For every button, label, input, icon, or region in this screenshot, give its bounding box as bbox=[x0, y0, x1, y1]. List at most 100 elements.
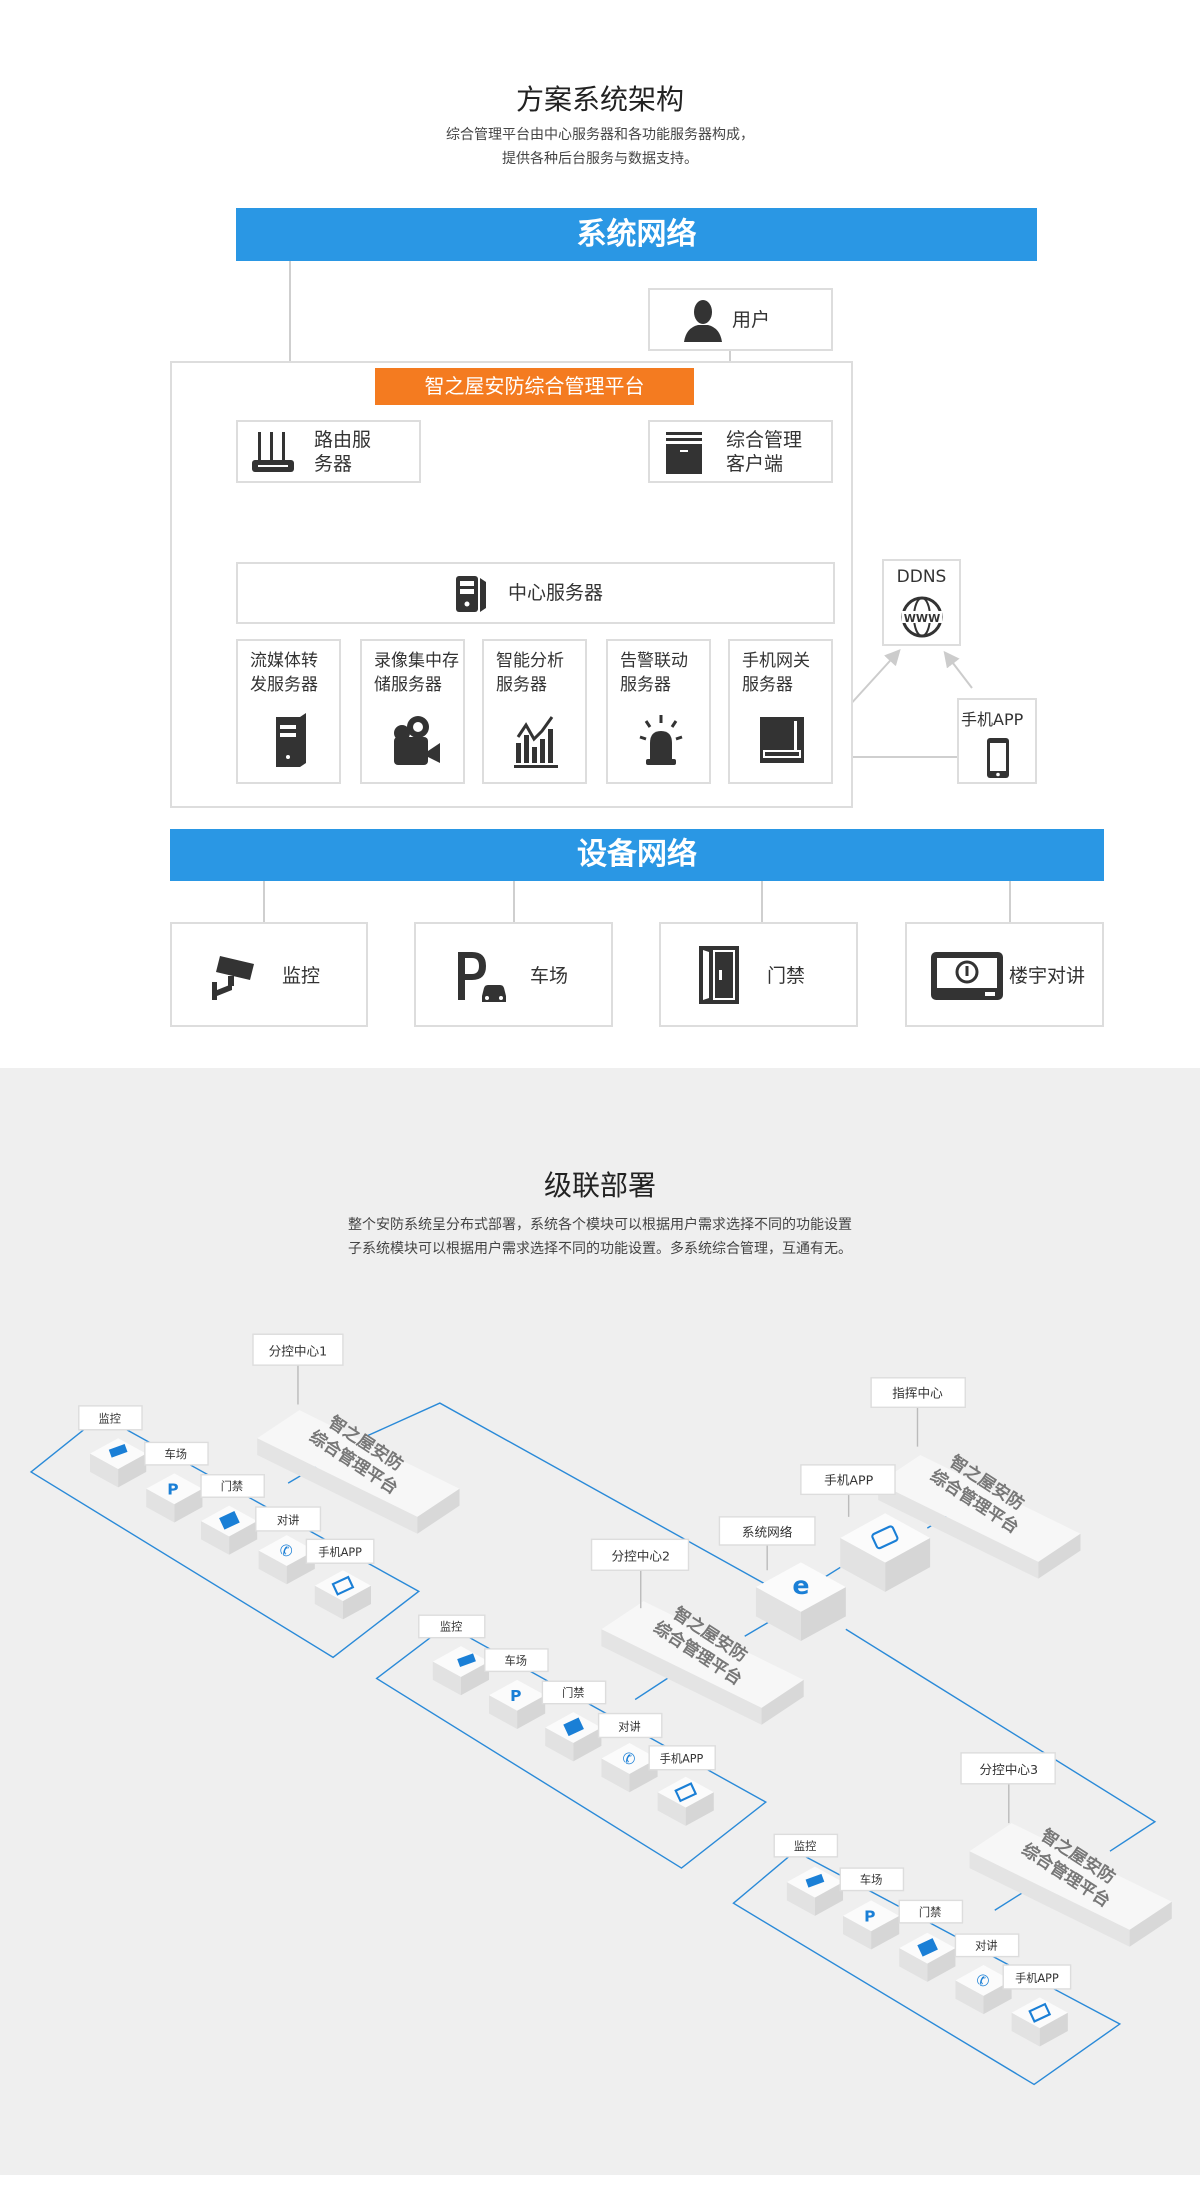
connector bbox=[1009, 881, 1011, 922]
label-stems bbox=[297, 1365, 1010, 1824]
client-label-1: 综合管理 bbox=[726, 429, 803, 451]
device-label: 门禁 bbox=[767, 965, 806, 987]
architecture-subtitle-2: 提供各种后台服务与数据支持。 bbox=[502, 151, 698, 167]
cascade-subtitle-2: 子系统模块可以根据用户需求选择不同的功能设置。多系统综合管理，互通有无。 bbox=[348, 1241, 852, 1257]
module-label: 车场 bbox=[484, 1648, 549, 1673]
svg-text:门禁: 门禁 bbox=[221, 1479, 243, 1493]
device-intercom: 楼宇对讲 bbox=[905, 922, 1104, 1027]
svg-text:门禁: 门禁 bbox=[562, 1686, 584, 1700]
connector bbox=[513, 881, 515, 922]
svg-text:指挥中心: 指挥中心 bbox=[892, 1385, 943, 1400]
svg-text:对讲: 对讲 bbox=[975, 1939, 997, 1953]
device-network-bar: 设备网络 bbox=[170, 829, 1104, 881]
phone-icon bbox=[987, 738, 1009, 778]
device-parking: 车场 bbox=[414, 922, 613, 1027]
labels: 分控中心1 指挥中心 手机APP 系统网络 分控中心2 分控中心3 bbox=[252, 1333, 1056, 1785]
user-box: 用户 bbox=[648, 288, 833, 351]
module-icons: P P P ✆ ✆ ✆ e bbox=[108, 1444, 1052, 2023]
module-cubes bbox=[90, 1438, 1068, 2047]
device-surveillance: 监控 bbox=[170, 922, 368, 1027]
svg-text:手机APP: 手机APP bbox=[824, 1473, 873, 1488]
system-network-bar: 系统网络 bbox=[236, 208, 1037, 261]
server-icon bbox=[456, 576, 486, 612]
video-camera-icon bbox=[394, 716, 440, 765]
mobile-app-box: 手机APP bbox=[957, 698, 1037, 784]
platform-title: 智之屋安防综合管理平台 bbox=[375, 368, 694, 405]
module-label: 对讲 bbox=[255, 1506, 322, 1532]
device-label: 监控 bbox=[282, 965, 321, 987]
user-icon bbox=[684, 300, 722, 342]
mobile-gateway-server-box: 手机网关服务器 bbox=[728, 639, 833, 784]
module-label: 对讲 bbox=[597, 1712, 663, 1739]
user-label: 用户 bbox=[732, 309, 771, 331]
command-center-label: 指挥中心 bbox=[870, 1377, 966, 1408]
svg-text:P: P bbox=[510, 1687, 521, 1705]
alarm-light-icon bbox=[639, 715, 683, 765]
command-mobile-app-label: 手机APP bbox=[800, 1464, 896, 1496]
center-3-label: 分控中心3 bbox=[960, 1752, 1056, 1785]
connector bbox=[833, 756, 957, 758]
router-server-box: 路由服 务器 bbox=[236, 420, 421, 483]
ie-browser-icon: e bbox=[792, 1571, 809, 1600]
module-label: 对讲 bbox=[954, 1933, 1020, 1958]
connector bbox=[263, 881, 265, 922]
router-icon bbox=[252, 432, 294, 472]
svg-text:✆: ✆ bbox=[976, 1972, 989, 1990]
parking-icon bbox=[458, 952, 506, 1002]
mobile-app-label: 手机APP bbox=[961, 710, 1024, 729]
device-access-control: 门禁 bbox=[659, 922, 858, 1027]
connection-lines bbox=[29, 1402, 1157, 2086]
globe-icon: WWW bbox=[901, 596, 943, 638]
management-client-box: 综合管理 客户端 bbox=[648, 420, 833, 483]
central-server-label: 中心服务器 bbox=[508, 582, 604, 604]
recording-server-box: 录像集中存储服务器 bbox=[360, 639, 465, 784]
svg-text:系统网络: 系统网络 bbox=[742, 1525, 793, 1540]
ddns-label: DDNS bbox=[896, 567, 947, 587]
svg-text:监控: 监控 bbox=[794, 1839, 816, 1853]
svg-text:分控中心1: 分控中心1 bbox=[269, 1343, 328, 1358]
ddns-box: DDNS WWW bbox=[882, 559, 961, 646]
central-server-box: 中心服务器 bbox=[236, 562, 835, 624]
svg-text:对讲: 对讲 bbox=[618, 1719, 640, 1733]
svg-text:P: P bbox=[864, 1907, 875, 1925]
device-label: 车场 bbox=[530, 965, 569, 987]
module-label: 监控 bbox=[78, 1405, 143, 1431]
device-label: 楼宇对讲 bbox=[1009, 965, 1086, 987]
router-label-2: 务器 bbox=[314, 453, 353, 475]
svg-text:✆: ✆ bbox=[622, 1750, 635, 1768]
center-1-label: 分控中心1 bbox=[252, 1333, 344, 1366]
parking-icon: P P P bbox=[167, 1480, 875, 1925]
camera-icon bbox=[108, 1444, 825, 1888]
architecture-subtitle-1: 综合管理平台由中心服务器和各功能服务器构成， bbox=[446, 127, 754, 143]
module-label: 车场 bbox=[144, 1441, 209, 1466]
svg-text:✆: ✆ bbox=[280, 1542, 293, 1560]
svg-text:车场: 车场 bbox=[165, 1447, 187, 1461]
gateway-icon bbox=[760, 717, 804, 763]
door-icon bbox=[699, 946, 739, 1004]
server-tower-icon bbox=[276, 713, 306, 767]
intercom-panel-icon bbox=[219, 1511, 938, 1957]
svg-text:P: P bbox=[167, 1480, 178, 1498]
svg-text:手机APP: 手机APP bbox=[1015, 1971, 1059, 1985]
module-labels: 监控 车场 门禁 对讲 手机APP 监控 车场 门禁 对讲 手机APP 监控 车… bbox=[78, 1405, 1072, 1990]
module-label: 手机APP bbox=[648, 1745, 716, 1771]
svg-text:监控: 监控 bbox=[98, 1412, 120, 1426]
cascade-subtitle-1: 整个安防系统呈分布式部署，系统各个模块可以根据用户需求选择不同的功能设置 bbox=[348, 1217, 852, 1233]
module-label: 门禁 bbox=[541, 1680, 607, 1705]
cctv-camera-icon bbox=[212, 956, 254, 1000]
client-label-2: 客户端 bbox=[726, 453, 784, 475]
svg-text:手机APP: 手机APP bbox=[660, 1752, 704, 1766]
svg-text:手机APP: 手机APP bbox=[318, 1545, 362, 1559]
analysis-server-box: 智能分析服务器 bbox=[482, 639, 587, 784]
svg-text:对讲: 对讲 bbox=[277, 1513, 299, 1527]
module-label: 门禁 bbox=[898, 1899, 964, 1924]
cascade-diagram: 智之屋安防综合管理平台 智之屋安防综合管理平台 智之屋安防综合管理平台 智之屋安… bbox=[29, 1333, 1172, 2086]
system-network-label: 系统网络 bbox=[718, 1516, 816, 1546]
alarm-server-box: 告警联动服务器 bbox=[606, 639, 711, 784]
streaming-server-box: 流媒体转发服务器 bbox=[236, 639, 341, 784]
server-label: 手机网关服务器 bbox=[742, 651, 810, 695]
svg-text:车场: 车场 bbox=[504, 1653, 526, 1667]
router-label-1: 路由服 bbox=[314, 429, 372, 451]
server-label: 告警联动服务器 bbox=[620, 651, 688, 695]
cascade-title: 级联部署 bbox=[543, 1169, 656, 1202]
